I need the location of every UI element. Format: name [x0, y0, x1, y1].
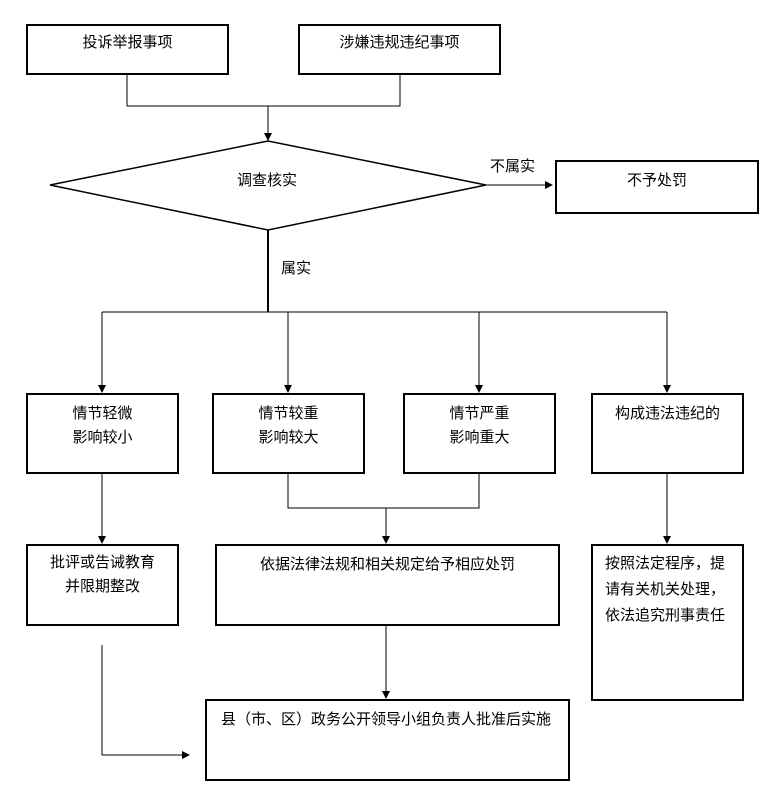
violation-label: 涉嫌违规违纪事项 [339, 33, 460, 51]
penalize-box: 依据法律法规和相关规定给予相应处罚 [215, 544, 560, 626]
minor-box: 情节轻微 影响较小 [26, 393, 179, 474]
edge-label-not-true: 不属实 [490, 157, 536, 175]
criticize-box: 批评或告诫教育 并限期整改 [26, 544, 179, 626]
transfer-line-1: 按照法定程序，提 [605, 554, 726, 572]
transfer-line-3: 依法追究刑事责任 [605, 606, 726, 624]
no-penalty-label: 不予处罚 [626, 171, 687, 189]
criticize-line-2: 并限期整改 [64, 577, 140, 595]
violation-box: 涉嫌违规违纪事项 [298, 24, 501, 75]
arrow-criticize-to-approval [101, 645, 190, 759]
severe-line-1: 情节严重 [449, 404, 510, 422]
severe-line-2: 影响重大 [449, 428, 510, 446]
penalize-label: 依据法律法规和相关规定给予相应处罚 [259, 555, 515, 573]
investigate-label: 调查核实 [237, 171, 298, 189]
approval-label: 县（市、区）政务公开领导小组负责人批准后实施 [221, 710, 552, 728]
complaint-label: 投诉举报事项 [82, 33, 173, 51]
transfer-box: 按照法定程序，提 请有关机关处理， 依法追究刑事责任 [591, 544, 744, 701]
investigate-diamond [49, 140, 487, 231]
minor-line-1: 情节轻微 [72, 404, 133, 422]
criticize-line-1: 批评或告诫教育 [49, 553, 155, 571]
moderate-line-2: 影响较大 [258, 428, 319, 446]
no-penalty-box: 不予处罚 [555, 160, 759, 214]
connector-mid-merge [287, 473, 480, 509]
approval-box: 县（市、区）政务公开领导小组负责人批准后实施 [205, 699, 570, 781]
moderate-line-1: 情节较重 [258, 404, 319, 422]
illegal-label: 构成违法违纪的 [614, 404, 720, 422]
transfer-line-2: 请有关机关处理， [605, 580, 726, 598]
connector-top-merge [126, 74, 401, 107]
moderate-box: 情节较重 影响较大 [212, 393, 365, 474]
minor-line-2: 影响较小 [72, 428, 133, 446]
edge-label-true: 属实 [281, 259, 312, 277]
complaint-box: 投诉举报事项 [26, 24, 229, 75]
severe-box: 情节严重 影响重大 [403, 393, 556, 474]
illegal-box: 构成违法违纪的 [591, 393, 744, 474]
